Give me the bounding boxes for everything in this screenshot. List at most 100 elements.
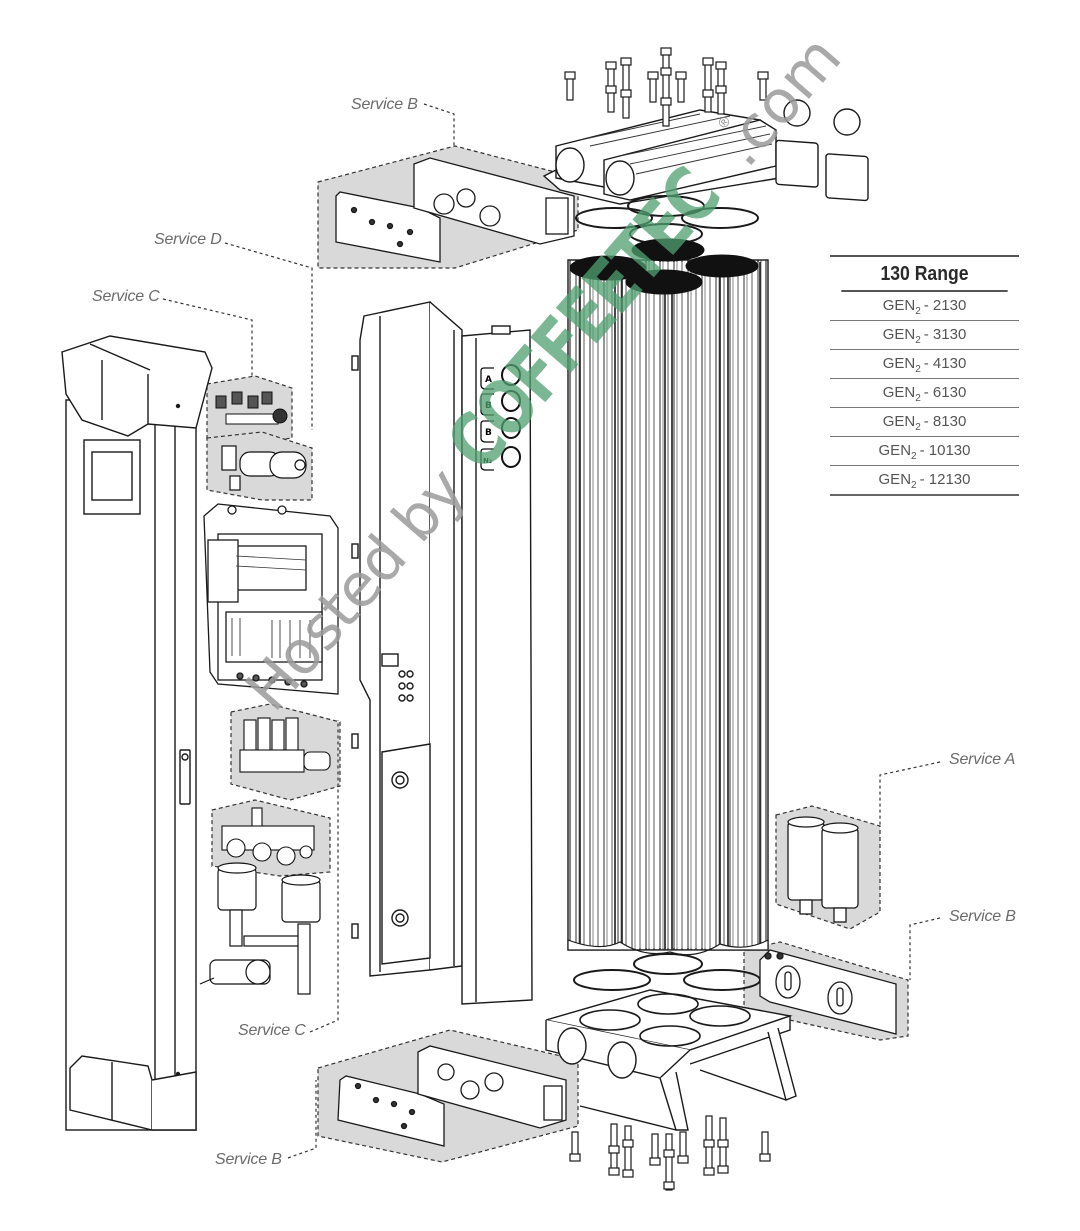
service-d-regulators bbox=[221, 445, 307, 491]
model-prefix: GEN2 bbox=[878, 471, 917, 491]
control-box-door bbox=[207, 539, 239, 603]
base-leg-rear bbox=[767, 1027, 797, 1101]
top-manifold bbox=[542, 99, 869, 205]
top-bolts bbox=[564, 47, 769, 127]
model-number: - 10130 bbox=[919, 442, 971, 459]
callout-service-a: Service A bbox=[949, 751, 1016, 768]
leader-service-c-bottom bbox=[309, 720, 339, 1033]
model-prefix: GEN2 bbox=[882, 384, 921, 404]
model-prefix-text: GEN bbox=[878, 471, 912, 488]
cabinet-hood bbox=[61, 335, 213, 437]
leader-service-b-bottom bbox=[287, 1080, 317, 1159]
model-prefix-subscript: 2 bbox=[911, 451, 917, 462]
model-prefix: GEN2 bbox=[878, 442, 917, 462]
range-table-row: GEN2- 12130 bbox=[830, 466, 1019, 496]
end-cap-1 bbox=[775, 139, 819, 188]
manifold-port-left bbox=[555, 147, 585, 183]
column-top-3 bbox=[685, 254, 759, 278]
gauge-a-dial bbox=[501, 364, 521, 386]
callout-service-c-top: Service C bbox=[92, 288, 160, 305]
gauge-b: B bbox=[480, 390, 521, 416]
column-top-4 bbox=[625, 269, 703, 295]
leader-service-a bbox=[879, 761, 941, 826]
leader-service-c-top bbox=[162, 298, 253, 378]
model-number: - 2130 bbox=[923, 297, 967, 314]
callout-service-d: Service D bbox=[154, 231, 222, 248]
gauge-b-outlet: B bbox=[480, 417, 521, 443]
model-prefix-text: GEN bbox=[882, 326, 916, 343]
leader-service-d bbox=[224, 242, 313, 430]
range-table-row: GEN2- 10130 bbox=[830, 437, 1019, 466]
range-table-row: GEN2- 3130 bbox=[830, 321, 1019, 350]
bottom-manifold-base bbox=[545, 989, 797, 1131]
adsorption-column-extrusion bbox=[567, 238, 769, 956]
leader-service-b-right bbox=[909, 917, 941, 980]
gauge-n2-dial bbox=[501, 446, 521, 468]
model-prefix-subscript: 2 bbox=[915, 422, 921, 433]
door-lock bbox=[179, 749, 191, 805]
model-number: - 8130 bbox=[923, 413, 967, 430]
hmi-screen bbox=[91, 451, 133, 501]
column-top-1 bbox=[569, 255, 647, 281]
model-prefix-text: GEN bbox=[878, 442, 912, 459]
range-table-row: GEN2- 4130 bbox=[830, 350, 1019, 379]
bottom-bolts bbox=[569, 1115, 771, 1191]
model-prefix-text: GEN bbox=[882, 297, 916, 314]
model-prefix-text: GEN bbox=[882, 355, 916, 372]
service-b-top-parts bbox=[335, 157, 575, 263]
service-c-solenoid-valves bbox=[215, 391, 288, 425]
service-a-filter-elements bbox=[787, 816, 859, 923]
gauge-n2: N₂ bbox=[480, 446, 521, 471]
model-prefix-subscript: 2 bbox=[911, 480, 917, 491]
model-number: - 12130 bbox=[919, 471, 971, 488]
model-prefix: GEN2 bbox=[882, 355, 921, 375]
model-prefix: GEN2 bbox=[882, 297, 921, 317]
gauge-b-label: B bbox=[485, 401, 492, 411]
frame-bracket bbox=[351, 355, 359, 371]
pressure-gauges: A B B N₂ bbox=[480, 364, 521, 471]
gauge-b-outlet-label: B bbox=[485, 428, 492, 438]
electrical-control-box bbox=[203, 503, 339, 695]
callout-service-b-bottom: Service B bbox=[215, 1151, 282, 1168]
gauge-panel bbox=[461, 325, 533, 1005]
range-table-top-rule bbox=[830, 255, 1019, 257]
callout-service-c-bottom: Service C bbox=[238, 1022, 306, 1039]
cabinet-enclosure bbox=[61, 335, 213, 1131]
model-prefix-subscript: 2 bbox=[915, 364, 921, 375]
pressure-switch bbox=[381, 653, 399, 667]
model-number: - 3130 bbox=[923, 326, 967, 343]
chassis-frame bbox=[351, 301, 463, 977]
terminal-rail bbox=[225, 611, 323, 663]
model-prefix-subscript: 2 bbox=[915, 306, 921, 317]
o-rings-top bbox=[575, 195, 759, 245]
range-table-row: GEN2- 2130 bbox=[830, 292, 1019, 321]
leader-service-b-top bbox=[423, 103, 455, 146]
model-prefix-subscript: 2 bbox=[915, 393, 921, 404]
solenoid-valve-manifold bbox=[239, 717, 331, 773]
model-number: - 4130 bbox=[923, 355, 967, 372]
gauge-a-label: A bbox=[485, 375, 492, 385]
column-top-2 bbox=[631, 238, 705, 262]
model-prefix-subscript: 2 bbox=[915, 335, 921, 346]
inlet-outlet-plate bbox=[381, 743, 431, 965]
model-prefix: GEN2 bbox=[882, 326, 921, 346]
gauge-n2-label: N₂ bbox=[483, 457, 492, 465]
range-table-row: GEN2- 8130 bbox=[830, 408, 1019, 437]
model-prefix: GEN2 bbox=[882, 413, 921, 433]
range-table-row: GEN2- 6130 bbox=[830, 379, 1019, 408]
exhaust-silencers bbox=[199, 862, 321, 995]
service-b-bottom-parts bbox=[337, 1045, 567, 1147]
callout-service-b-right: Service B bbox=[949, 908, 1016, 925]
model-prefix-text: GEN bbox=[882, 384, 916, 401]
service-b-right-valve-block bbox=[759, 949, 897, 1035]
service-b-top-block bbox=[413, 157, 575, 245]
gauge-b-outlet-dial bbox=[501, 417, 521, 439]
model-prefix-text: GEN bbox=[882, 413, 916, 430]
model-number: - 6130 bbox=[923, 384, 967, 401]
callout-service-b-top: Service B bbox=[351, 96, 418, 113]
end-cap-2 bbox=[825, 153, 869, 202]
manifold-port-right bbox=[605, 160, 635, 196]
